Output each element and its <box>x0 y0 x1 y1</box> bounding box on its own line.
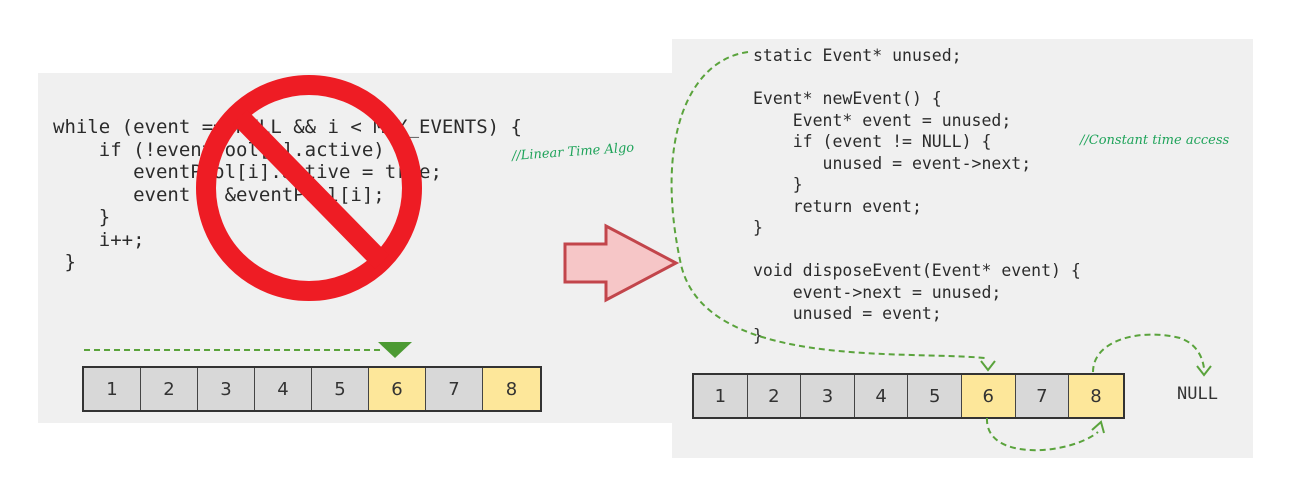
constant-time-note: //Constant time access <box>1080 133 1230 148</box>
scan-marker-icon <box>378 342 412 358</box>
pool-cell: 3 <box>198 368 255 410</box>
pool-cell: 7 <box>426 368 483 410</box>
pool-cell: 1 <box>84 368 141 410</box>
pool-cell: 3 <box>801 375 855 417</box>
pool-cell: 5 <box>908 375 962 417</box>
right-arrow-icon <box>563 223 680 303</box>
pool-cell: 4 <box>854 375 909 417</box>
pool-cell: 2 <box>141 368 198 410</box>
pool-cell-free: 6 <box>369 368 426 410</box>
right-event-pool: 1 2 3 4 5 6 7 8 <box>692 373 1125 419</box>
null-terminator-label: NULL <box>1177 384 1218 404</box>
pool-cell: 4 <box>255 368 312 410</box>
free-list-code: static Event* unused; Event* newEvent() … <box>753 46 1081 345</box>
next-pointer-6-to-8 <box>985 417 1099 452</box>
arrowhead-icon <box>1196 365 1212 377</box>
unused-pointer-path <box>670 51 986 359</box>
arrowhead-icon <box>1091 420 1105 434</box>
pool-cell: 7 <box>1015 375 1070 417</box>
left-event-pool: 1 2 3 4 5 6 7 8 <box>82 366 542 412</box>
pool-cell-free: 6 <box>961 375 1016 417</box>
pool-cell-free: 8 <box>1069 375 1123 417</box>
pool-cell: 1 <box>694 375 748 417</box>
pool-cell: 5 <box>312 368 369 410</box>
no-sign-icon <box>196 75 422 301</box>
pool-cell: 2 <box>747 375 802 417</box>
arrowhead-icon <box>980 360 996 372</box>
next-pointer-8-to-null <box>1092 333 1205 373</box>
pool-cell-free: 8 <box>483 368 540 410</box>
